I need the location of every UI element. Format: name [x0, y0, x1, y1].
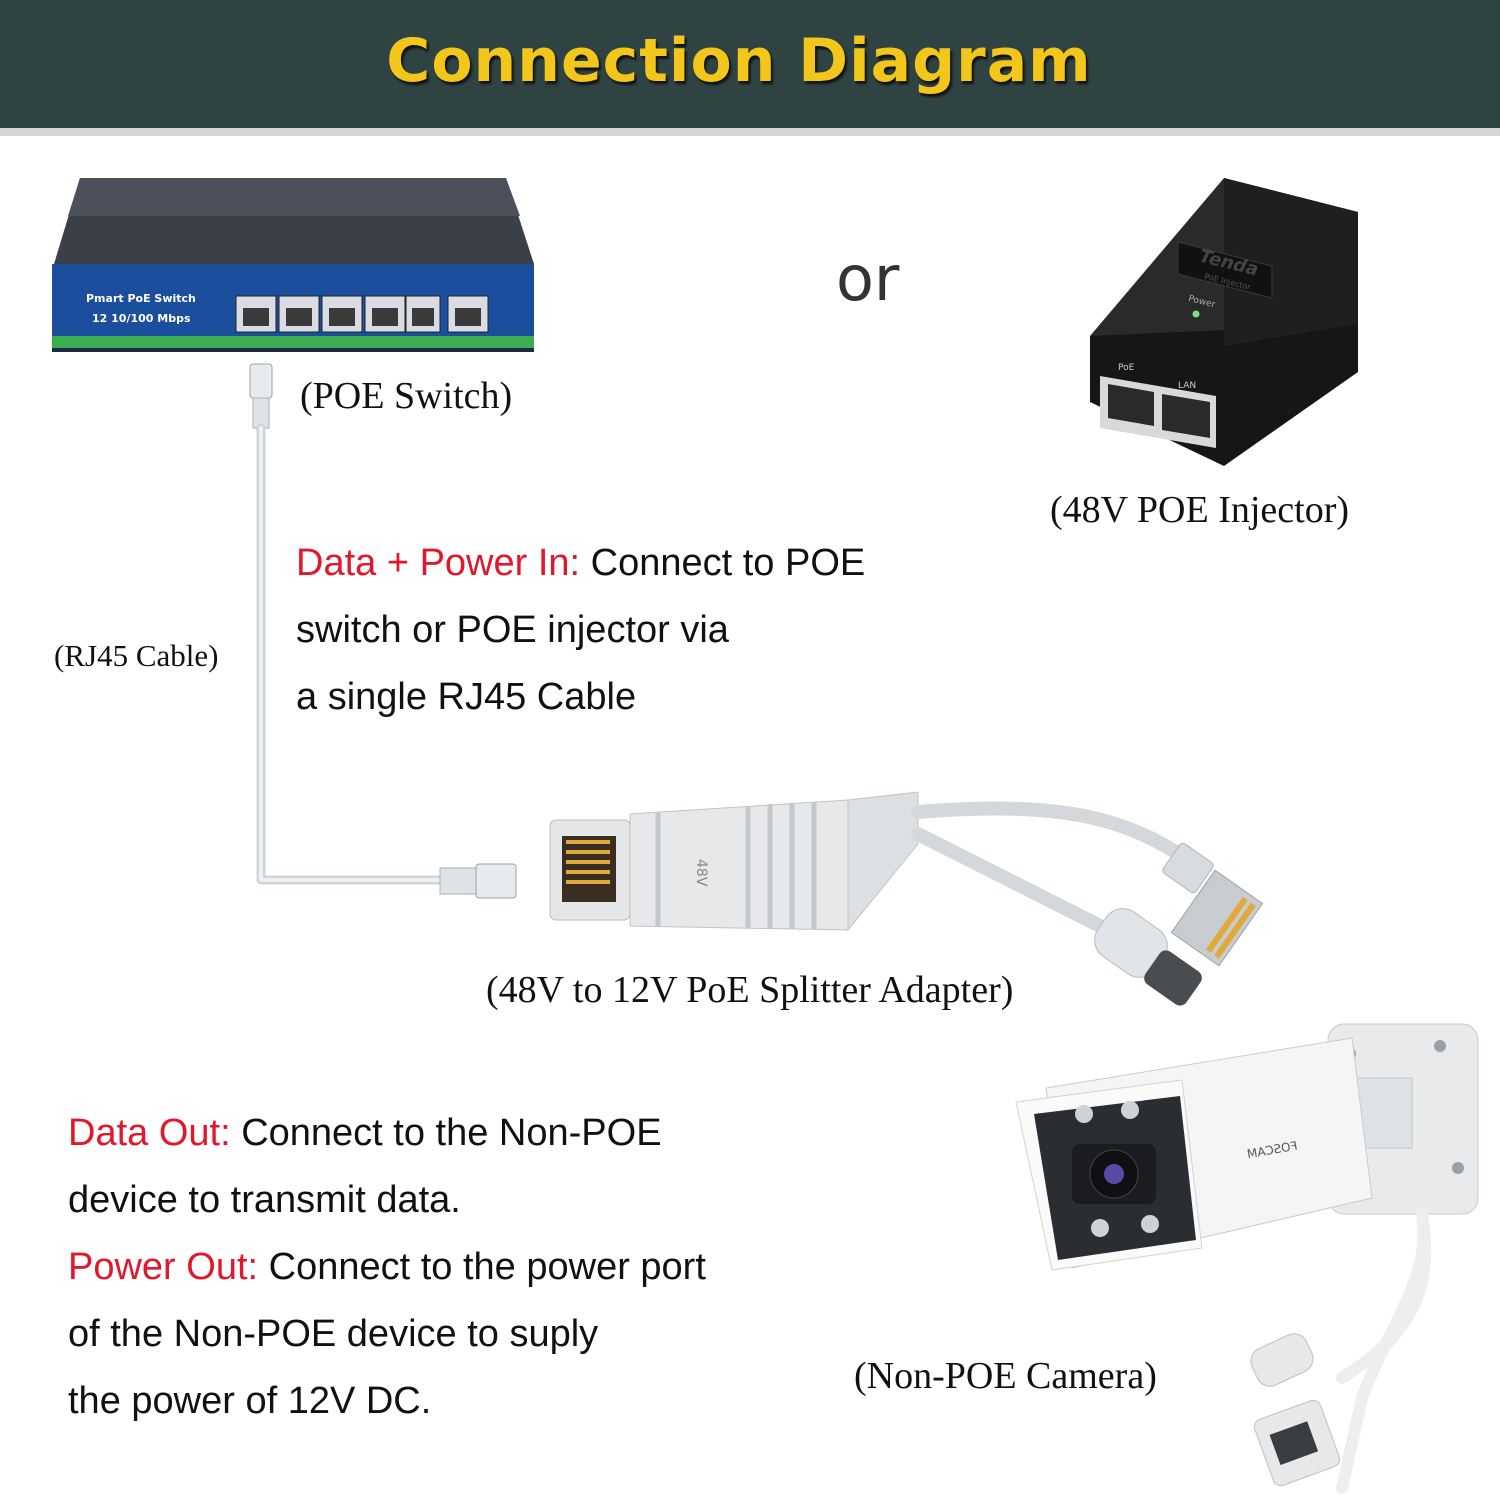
power-out-line3: the power of 12V DC.	[68, 1380, 432, 1422]
poe-injector-label: (48V POE Injector)	[1050, 489, 1350, 531]
camera-image: FOSCAM	[1015, 1023, 1479, 1494]
switch-brand-line2: 12 10/100 Mbps	[92, 312, 191, 325]
data-out-line2: device to transmit data.	[68, 1179, 461, 1221]
poe-splitter-image: 48V	[549, 791, 1264, 1006]
data-out-key: Data Out:	[68, 1112, 231, 1154]
data-power-in-line1: Connect to POE	[580, 542, 866, 584]
poe-injector-image: Tenda PoE Injector Power PoE LAN	[1090, 178, 1358, 466]
data-out-line1: Connect to the Non-POE	[230, 1112, 662, 1154]
injector-power-led	[1192, 310, 1200, 318]
rj45-cable-image	[249, 363, 517, 899]
header-divider	[0, 128, 1500, 136]
data-power-in-line2: switch or POE injector via	[296, 609, 729, 651]
switch-brand-line1: Pmart PoE Switch	[86, 292, 196, 305]
poe-splitter-label: (48V to 12V PoE Splitter Adapter)	[486, 969, 1014, 1011]
injector-port-poe-label: PoE	[1118, 363, 1135, 373]
power-out-line2: of the Non-POE device to suply	[68, 1313, 599, 1355]
data-power-in-key: Data + Power In:	[296, 542, 581, 584]
camera-label: (Non-POE Camera)	[854, 1355, 1157, 1397]
header-bar	[0, 0, 1500, 128]
power-out-key: Power Out:	[68, 1246, 259, 1288]
data-power-in-line3: a single RJ45 Cable	[296, 676, 637, 718]
page-title: Connection Diagram	[386, 26, 1092, 96]
or-text: or	[836, 242, 900, 315]
poe-switch-label: (POE Switch)	[300, 375, 513, 417]
data-power-in-description: Data + Power In: Connect to POE switch o…	[296, 530, 865, 731]
poe-switch-image: Pmart PoE Switch 12 10/100 Mbps	[52, 178, 534, 352]
data-out-description: Data Out: Connect to the Non-POE device …	[68, 1100, 706, 1435]
switch-ports	[235, 295, 489, 333]
power-out-line1: Connect to the power port	[258, 1246, 706, 1288]
splitter-marking: 48V	[693, 859, 709, 887]
rj45-cable-label: (RJ45 Cable)	[54, 638, 219, 673]
injector-port-lan-label: LAN	[1178, 381, 1196, 391]
